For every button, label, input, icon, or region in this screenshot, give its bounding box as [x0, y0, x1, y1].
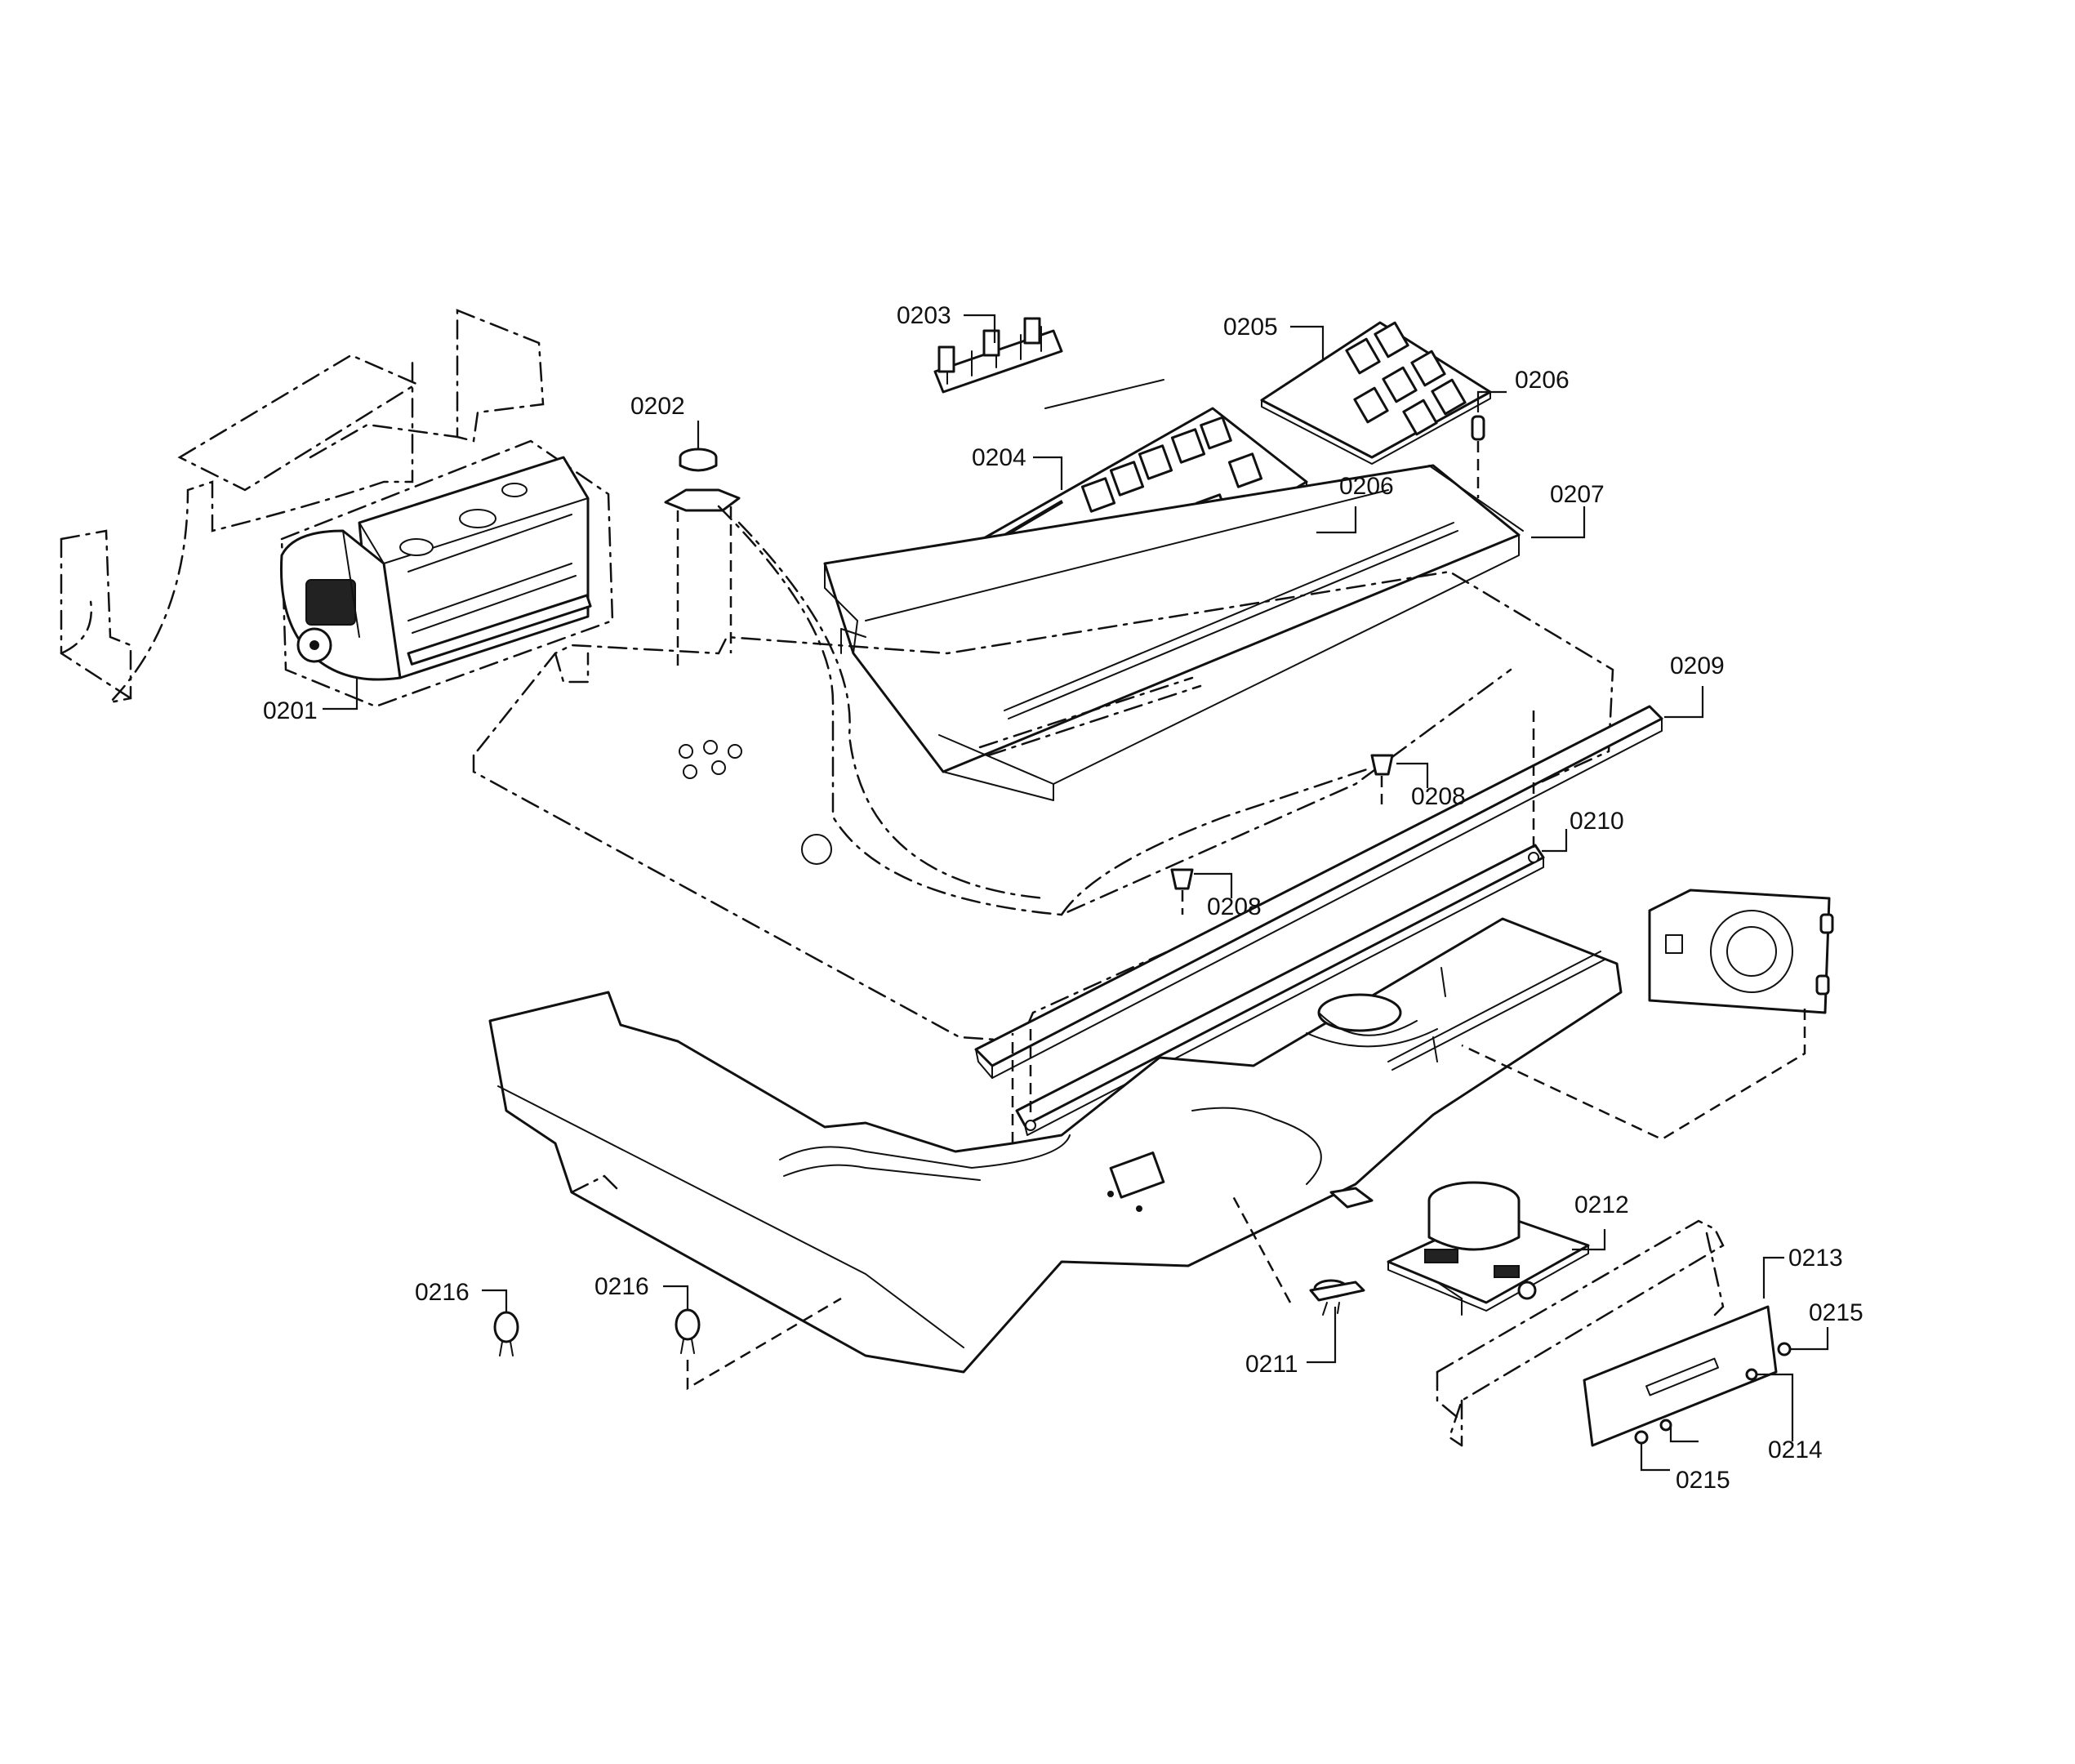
- push-clips: [1170, 754, 1394, 915]
- callout-0207: 0207: [1550, 481, 1605, 508]
- callout-0203: 0203: [897, 302, 951, 329]
- callout-0215-lower: 0215: [1676, 1467, 1730, 1494]
- callout-0210: 0210: [1570, 808, 1624, 835]
- callout-0209: 0209: [1670, 653, 1725, 679]
- chassis-plate: [472, 505, 1614, 1043]
- lower-thermostat: [1231, 1196, 1365, 1316]
- retaining-clips: [493, 1297, 842, 1391]
- callout-0215-upper: 0215: [1809, 1299, 1863, 1326]
- screws: [1634, 1342, 1792, 1445]
- relay-board: [1260, 321, 1492, 465]
- cover-plate: [1461, 889, 1834, 1141]
- callout-0216-left: 0216: [415, 1279, 470, 1306]
- connector-strip: [933, 317, 1063, 394]
- front-panel-bracket: [1436, 1219, 1778, 1447]
- left-bracket-outline: [60, 309, 545, 704]
- callout-0216-right: 0216: [594, 1273, 649, 1300]
- board-mounting-plate: [823, 379, 1524, 801]
- callout-0214: 0214: [1768, 1437, 1823, 1463]
- callout-0202: 0202: [630, 393, 685, 420]
- floor-pan: [488, 917, 1623, 1374]
- callout-0201: 0201: [263, 697, 318, 724]
- thermostat-bracket: [664, 448, 741, 670]
- callout-0205: 0205: [1223, 314, 1278, 341]
- callout-0212: 0212: [1574, 1192, 1629, 1218]
- callout-0211: 0211: [1245, 1351, 1298, 1378]
- callout-0208-lower: 0208: [1207, 893, 1262, 920]
- callout-0206-upper: 0206: [1515, 367, 1570, 394]
- callout-0213: 0213: [1788, 1245, 1843, 1272]
- callout-0204: 0204: [972, 444, 1026, 471]
- channel-rail: [974, 705, 1663, 1079]
- fan-motor-assembly: [279, 439, 614, 708]
- leader-lines: [323, 314, 1829, 1472]
- callout-0206-lower: 0206: [1339, 473, 1394, 500]
- flat-bar: [1015, 710, 1545, 1136]
- motor-timer-assembly: [1329, 1181, 1590, 1316]
- callout-0208-upper: 0208: [1411, 783, 1466, 810]
